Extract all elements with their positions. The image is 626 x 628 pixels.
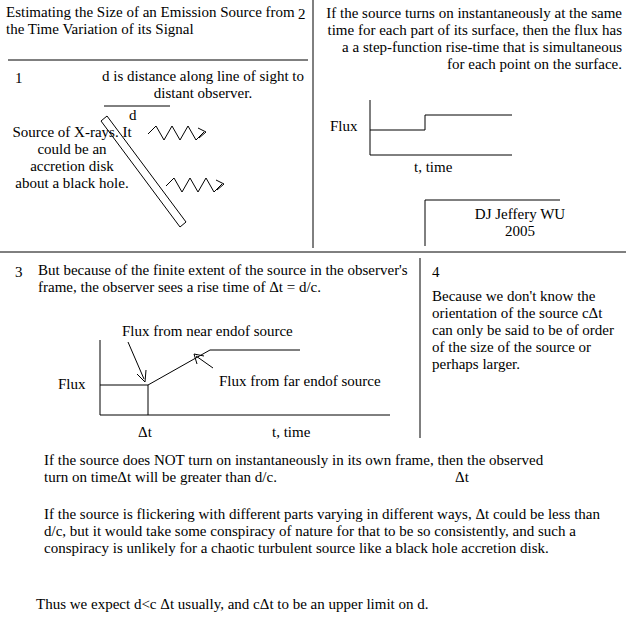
leader-arrow xyxy=(196,356,213,368)
panel-number: 1 xyxy=(15,70,23,87)
note: Source of X-rays. It could be an accreti… xyxy=(12,124,132,192)
divider-line xyxy=(8,60,308,61)
note: If the source does NOT turn on instantan… xyxy=(44,452,544,486)
divider-line xyxy=(420,258,421,438)
credit: DJ Jeffery WU 2005 xyxy=(470,206,570,240)
arrow-head xyxy=(198,128,206,138)
divider-line xyxy=(0,252,626,253)
panel-number: 2 xyxy=(298,6,306,23)
axis-label: Flux xyxy=(330,118,358,135)
axis-label: t, time xyxy=(414,159,452,176)
arrow-head xyxy=(194,354,204,364)
note: If the source is flickering with differe… xyxy=(44,506,616,557)
axis xyxy=(100,340,101,415)
xray-wave xyxy=(148,126,204,140)
axis-label: Flux xyxy=(58,376,86,393)
arrow-head xyxy=(137,370,146,382)
divider-line xyxy=(313,0,314,248)
leader-arrow xyxy=(128,342,144,379)
conclusion: Thus we expect d<c Δt usually, and cΔt t… xyxy=(36,596,616,613)
symbol: Δt xyxy=(455,469,469,486)
note: Because we don't know the orientation of… xyxy=(432,288,620,373)
panel-number: 4 xyxy=(432,264,440,281)
credit-bracket xyxy=(425,200,426,246)
note: d is distance along line of sight to dis… xyxy=(92,68,314,102)
xray-wave xyxy=(166,178,222,192)
title: Estimating the Size of an Emission Sourc… xyxy=(6,4,298,38)
note: If the source turns on instantaneously a… xyxy=(326,5,622,73)
callout: Flux from near endof source xyxy=(122,323,362,340)
axis-label: Δt xyxy=(138,424,152,441)
symbol: d xyxy=(129,107,137,124)
tick xyxy=(148,385,149,415)
arrow-head xyxy=(216,180,224,190)
axis xyxy=(100,415,390,416)
note: But because of the finite extent of the … xyxy=(38,262,418,296)
callout: Flux from far endof source xyxy=(219,373,419,390)
axis xyxy=(370,155,512,156)
credit-bracket xyxy=(425,200,560,201)
axis xyxy=(370,100,371,155)
distance-bar xyxy=(104,106,170,107)
panel-number: 3 xyxy=(15,264,23,281)
step-curve xyxy=(370,115,512,130)
axis-label: t, time xyxy=(272,424,310,441)
